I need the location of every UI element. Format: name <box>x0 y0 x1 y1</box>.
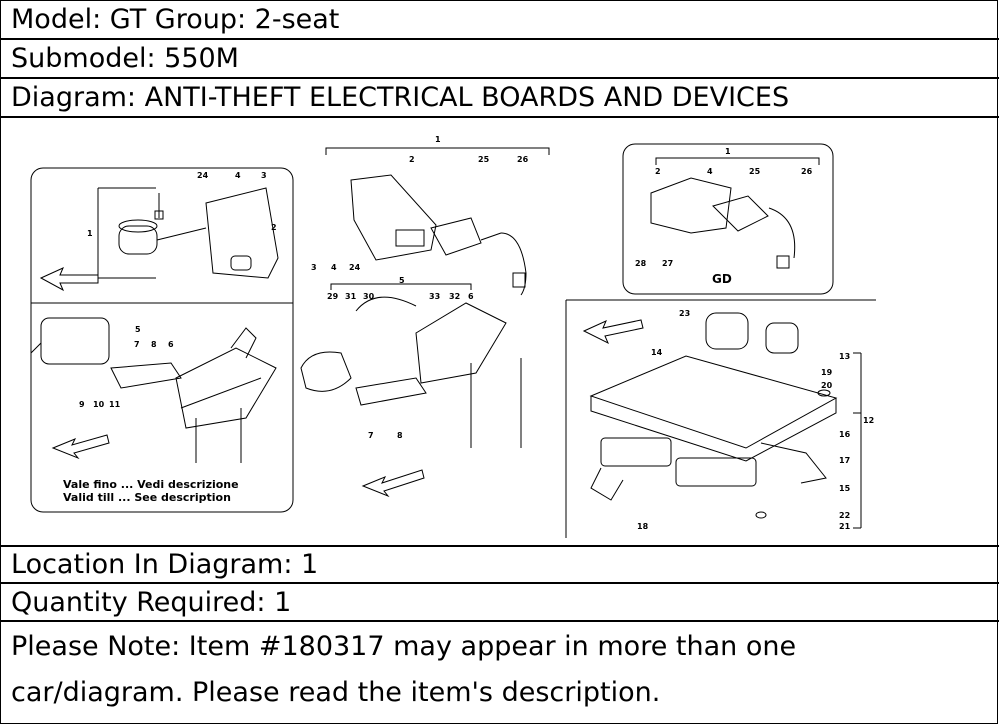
diagram-title-row: Diagram: ANTI-THEFT ELECTRICAL BOARDS AN… <box>1 79 999 118</box>
callout-4: 4 <box>707 167 713 176</box>
left-panel-frame <box>30 167 294 513</box>
callout-11: 11 <box>109 400 121 409</box>
callout-2: 2 <box>655 167 661 176</box>
callout-27: 27 <box>662 259 673 268</box>
callout-33: 33 <box>429 292 440 301</box>
callout-24: 24 <box>197 171 209 180</box>
callout-31: 31 <box>345 292 357 301</box>
callout-5: 5 <box>135 325 141 334</box>
callout-16: 16 <box>839 430 851 439</box>
callout-1: 1 <box>435 135 441 144</box>
variant-label: GD <box>712 272 732 286</box>
callout-25: 25 <box>749 167 761 176</box>
callout-8: 8 <box>397 431 403 440</box>
callout-9: 9 <box>79 400 85 409</box>
callout-18: 18 <box>637 522 649 531</box>
callout-30: 30 <box>363 292 375 301</box>
direction-arrow-icon <box>361 469 425 498</box>
callout-26: 26 <box>801 167 813 176</box>
callout-10: 10 <box>93 400 105 409</box>
callout-29: 29 <box>327 292 339 301</box>
direction-arrow-icon <box>582 319 644 345</box>
callout-19: 19 <box>821 368 833 377</box>
diagram-title-text: Diagram: ANTI-THEFT ELECTRICAL BOARDS AN… <box>11 82 790 113</box>
callout-3: 3 <box>311 263 317 272</box>
callout-28: 28 <box>635 259 647 268</box>
callout-7: 7 <box>134 340 140 349</box>
callout-4: 4 <box>235 171 241 180</box>
callout-20: 20 <box>821 381 833 390</box>
callout-24: 24 <box>349 263 361 272</box>
callout-3: 3 <box>261 171 267 180</box>
callout-7: 7 <box>368 431 374 440</box>
submodel-text: Submodel: 550M <box>11 43 239 74</box>
callout-labels: 1 2 3 4 24 25 26 5 29 31 30 33 32 6 7 8 … <box>79 135 874 531</box>
location-text: Location In Diagram: 1 <box>11 549 319 580</box>
callout-23: 23 <box>679 309 690 318</box>
model-text: Model: GT Group: 2-seat <box>11 4 340 35</box>
direction-arrow-icon <box>39 267 99 292</box>
callout-15: 15 <box>839 484 851 493</box>
callout-25: 25 <box>478 155 490 164</box>
location-row: Location In Diagram: 1 <box>1 547 999 584</box>
callout-6: 6 <box>168 340 174 349</box>
exploded-view-drawing: 1 2 3 4 24 25 26 5 29 31 30 33 32 6 7 8 … <box>30 135 876 538</box>
callout-13: 13 <box>839 352 850 361</box>
quantity-text: Quantity Required: 1 <box>11 586 292 618</box>
caption-english: Valid till ... See description <box>63 491 231 504</box>
callout-22: 22 <box>839 511 850 520</box>
note-line-1: Please Note: Item #180317 may appear in … <box>11 631 797 662</box>
quantity-row: Quantity Required: 1 <box>1 584 999 622</box>
note-line-2: car/diagram. Please read the item's desc… <box>11 677 661 708</box>
callout-6: 6 <box>468 292 474 301</box>
model-row: Model: GT Group: 2-seat <box>1 1 999 40</box>
note-block: Please Note: Item #180317 may appear in … <box>1 622 999 725</box>
callout-21: 21 <box>839 522 851 531</box>
callout-1: 1 <box>725 147 731 156</box>
callout-17: 17 <box>839 456 850 465</box>
callout-5: 5 <box>399 276 405 285</box>
callout-8: 8 <box>151 340 157 349</box>
caption-italian: Vale fino ... Vedi descrizione <box>63 478 239 491</box>
direction-arrow-icon <box>51 434 110 460</box>
parts-diagram: 1 2 3 4 24 25 26 5 29 31 30 33 32 6 7 8 … <box>1 118 999 547</box>
callout-2: 2 <box>409 155 415 164</box>
callout-12: 12 <box>863 416 874 425</box>
submodel-row: Submodel: 550M <box>1 40 999 79</box>
gd-panel-frame <box>622 143 834 295</box>
callout-4: 4 <box>331 263 337 272</box>
callout-14: 14 <box>651 348 663 357</box>
callout-2: 2 <box>271 223 277 232</box>
callout-1: 1 <box>87 229 93 238</box>
callout-26: 26 <box>517 155 529 164</box>
callout-32: 32 <box>449 292 460 301</box>
